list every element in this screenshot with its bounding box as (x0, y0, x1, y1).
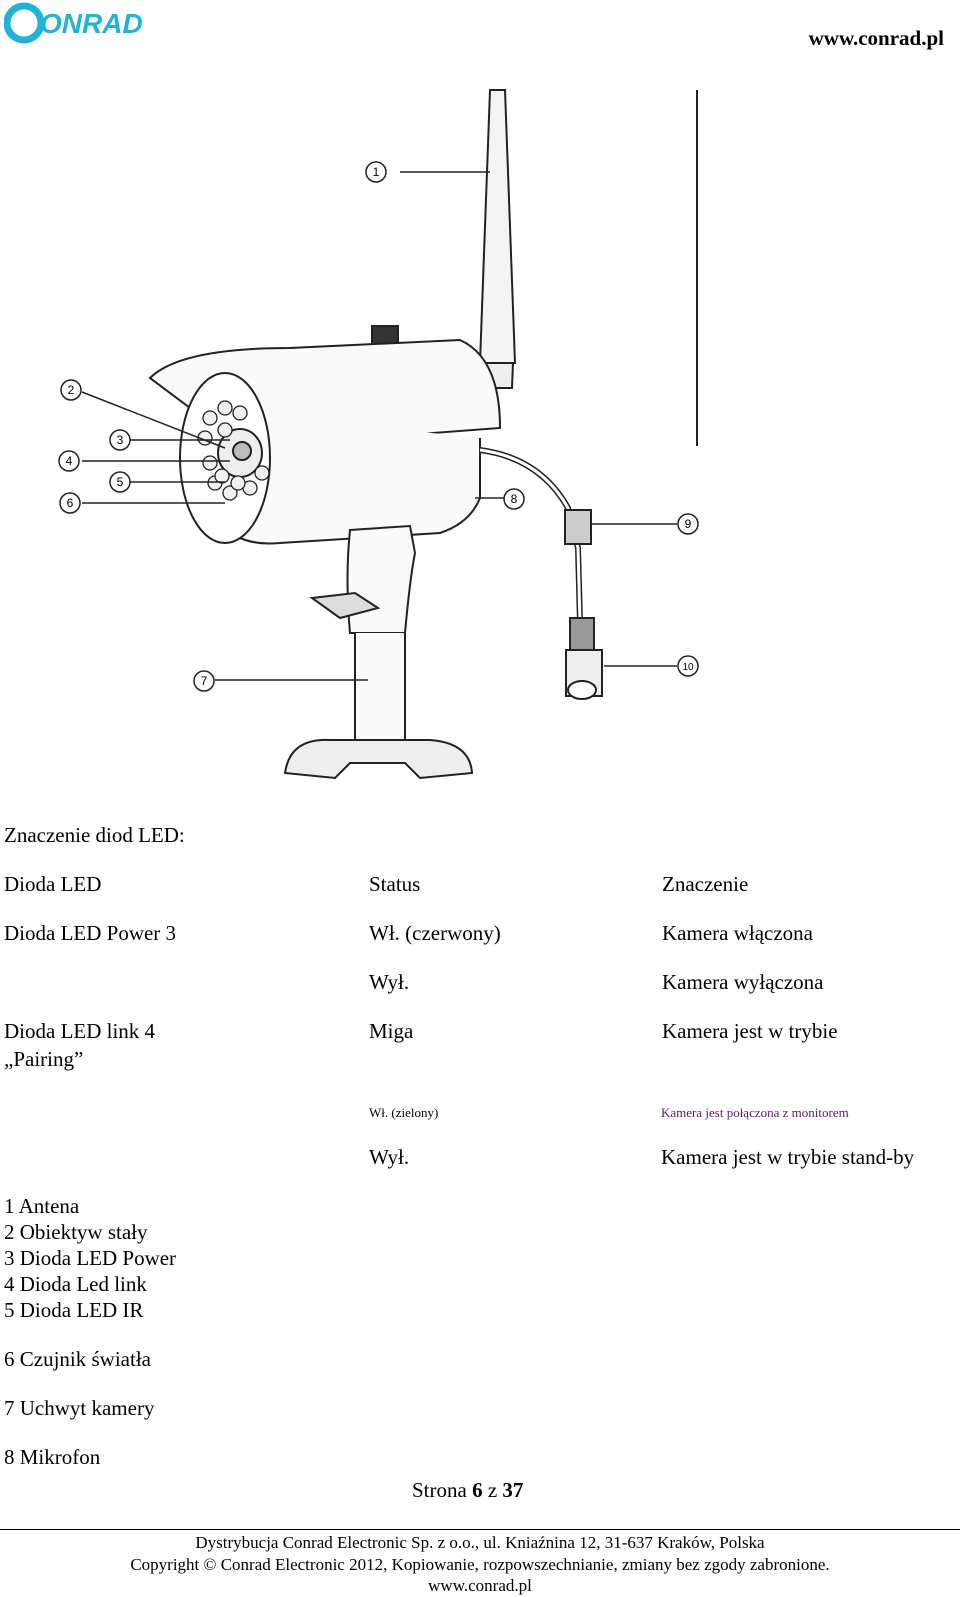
header-status: Status (369, 872, 421, 896)
page-total: 37 (502, 1478, 524, 1502)
page-current: 6 (472, 1478, 483, 1502)
led-status: Wł. (zielony) (369, 1105, 439, 1120)
led-meaning: Kamera wyłączona (662, 970, 824, 994)
part-item: 4 Dioda Led link (4, 1272, 147, 1296)
callout-label: 10 (682, 662, 694, 673)
callout-4 (58, 450, 80, 472)
footer-url[interactable]: www.conrad.pl (428, 1576, 532, 1595)
callout-10 (677, 655, 699, 677)
led-status: Wył. (369, 970, 410, 994)
callout-2 (60, 379, 82, 401)
led-meaning: Kamera jest połączona z monitorem (661, 1105, 849, 1120)
part-item: 5 Dioda LED IR (4, 1298, 144, 1322)
callout-label: 7 (201, 674, 208, 688)
site-url[interactable]: www.conrad.pl (808, 26, 944, 50)
footer-divider (0, 1529, 960, 1530)
led-status: Wł. (czerwony) (369, 921, 501, 945)
callout-8 (503, 488, 525, 510)
part-item: 6 Czujnik światła (4, 1347, 151, 1371)
page-prefix: Strona (412, 1478, 467, 1502)
part-item: 7 Uchwyt kamery (4, 1396, 155, 1420)
camera-diagram: 1 2 3 4 5 6 7 8 9 10 (58, 89, 699, 780)
callout-9 (677, 513, 699, 535)
callout-1 (365, 161, 387, 183)
callout-label: 9 (685, 517, 692, 531)
part-item: 8 Mikrofon (4, 1445, 101, 1469)
header-led: Dioda LED (4, 872, 102, 896)
callout-5 (109, 471, 131, 493)
svg-text:ONRAD: ONRAD (40, 8, 143, 39)
callout-label: 2 (68, 383, 75, 397)
part-item: 2 Obiektyw stały (4, 1220, 148, 1244)
led-section-title: Znaczenie diod LED: (4, 823, 185, 847)
led-meaning: Kamera włączona (662, 921, 813, 945)
led-name: Dioda LED Power 3 (4, 921, 177, 945)
part-item: 1 Antena (4, 1194, 80, 1218)
led-name-continued: „Pairing” (4, 1047, 84, 1071)
callout-label: 5 (117, 475, 124, 489)
conrad-logo: ONRAD (4, 2, 143, 44)
callout-label: 3 (117, 433, 124, 447)
led-status: Miga (369, 1019, 414, 1043)
part-item: 3 Dioda LED Power (4, 1246, 177, 1270)
callout-label: 6 (67, 496, 74, 510)
led-status: Wył. (369, 1145, 410, 1169)
led-meaning: Kamera jest w trybie (662, 1019, 838, 1043)
callout-3 (109, 429, 131, 451)
header-meaning: Znaczenie (662, 872, 749, 896)
callout-7 (193, 670, 215, 692)
led-name: Dioda LED link 4 (4, 1019, 156, 1043)
callout-label: 4 (66, 454, 73, 468)
callout-label: 1 (373, 165, 380, 179)
led-meaning: Kamera jest w trybie stand-by (661, 1145, 915, 1169)
page-number: Strona 6 z 37 (412, 1478, 523, 1502)
footer-line1: Dystrybucja Conrad Electronic Sp. z o.o.… (195, 1533, 765, 1552)
page-sep: z (487, 1478, 498, 1502)
callout-label: 8 (511, 492, 518, 506)
footer-line2: Copyright © Conrad Electronic 2012, Kopi… (130, 1555, 830, 1574)
callout-6 (59, 492, 81, 514)
